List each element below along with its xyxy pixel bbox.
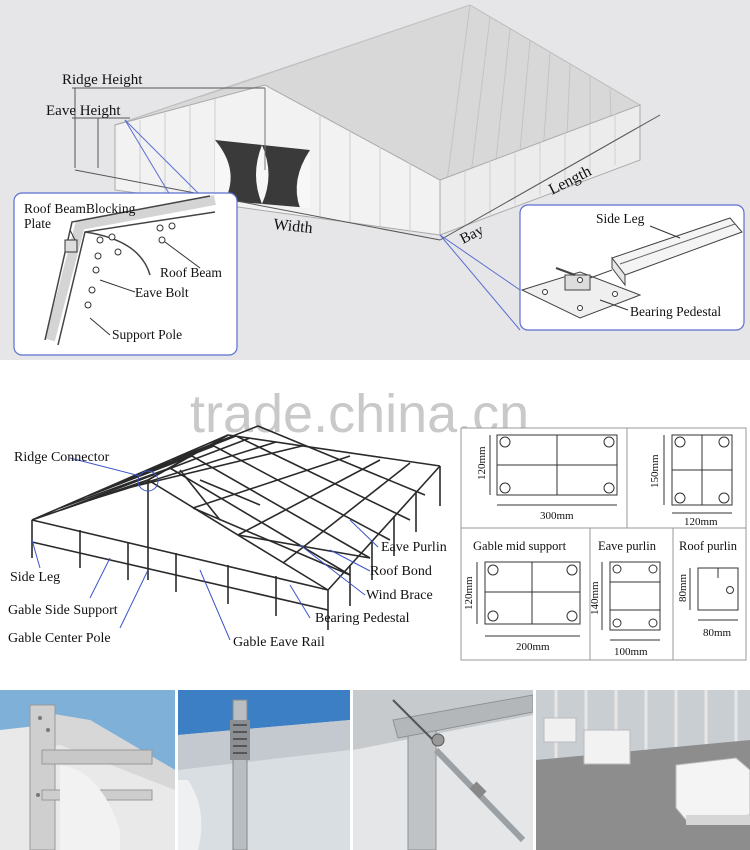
ridge-height-label: Ridge Height	[62, 72, 143, 88]
gable-eave-rail-label: Gable Eave Rail	[233, 635, 325, 650]
curtain-right	[296, 150, 310, 208]
main-beam-profile	[489, 434, 618, 506]
support-pole-label: Support Pole	[112, 327, 182, 342]
side-column-width: 120mm	[684, 516, 718, 528]
photo-wind-brace-joint	[353, 690, 533, 850]
roof-beam-label: Roof Beam	[160, 265, 222, 280]
eave-purlin-title: Eave purlin	[598, 539, 657, 553]
roof-beam-blocking-plate-label: Roof BeamBlocking	[24, 201, 136, 216]
roof-purlin-width: 80mm	[703, 627, 732, 639]
roof-bond-label: Roof Bond	[370, 564, 432, 579]
eave-height-label: Eave Height	[46, 103, 121, 119]
gable-mid-support-height: 120mm	[463, 576, 475, 610]
right-detail-inset: Side Leg Bearing Pedestal	[519, 204, 745, 331]
eave-bolt-label: Eave Bolt	[135, 285, 189, 300]
eave-purlin-width: 100mm	[614, 646, 648, 658]
roof-purlin-title: Roof purlin	[679, 539, 738, 553]
bearing-pedestal-frame-label: Bearing Pedestal	[315, 611, 410, 626]
frame-callout-lines	[31, 457, 379, 641]
bearing-pedestal-label: Bearing Pedestal	[630, 304, 721, 319]
gable-mid-support-width: 200mm	[516, 641, 550, 653]
ridge-connector-label: Ridge Connector	[14, 450, 110, 465]
eave-purlin-height: 140mm	[589, 581, 601, 615]
profile-table: 120mm 300mm 150mm 120mm Gable mid suppor…	[460, 427, 747, 661]
side-leg-frame-label: Side Leg	[10, 570, 60, 585]
photo-bearing-pedestals	[536, 690, 750, 850]
frame-structure-diagram: trade.china.cn	[8, 384, 747, 661]
right-inset-pointer	[439, 234, 521, 331]
main-beam-height: 120mm	[476, 446, 488, 480]
length-dimension-line	[439, 114, 661, 241]
side-wall-panels	[464, 114, 616, 225]
roof-purlin-height: 80mm	[677, 573, 689, 602]
eave-purlin-profile	[601, 561, 661, 641]
width-label: Width	[273, 216, 314, 237]
curtain-left	[215, 140, 231, 200]
ridge-connector-marker	[137, 470, 159, 492]
roof-seams	[199, 4, 613, 236]
roof-purlin-profile	[689, 567, 739, 621]
frame-structure-panel: trade.china.cn	[0, 370, 750, 688]
photo-strip	[0, 690, 750, 850]
roof-beam-blocking-plate-label-2: Plate	[24, 216, 51, 231]
tent-overview-diagram: Ridge Height Eave Height Width Length Ba…	[13, 4, 745, 356]
gable-side-support-label: Gable Side Support	[8, 603, 118, 618]
left-inset-pointer-2	[124, 119, 171, 196]
right-inset-pointer-2	[439, 234, 521, 291]
gable-mid-support-profile	[476, 561, 581, 637]
eave-purlin-frame-label: Eave Purlin	[381, 540, 447, 555]
photo-roof-corner	[0, 690, 175, 850]
left-detail-inset: Roof BeamBlocking Plate Roof Beam Eave B…	[13, 192, 238, 356]
side-column-profile	[663, 434, 733, 514]
left-inset-pointer	[124, 119, 201, 196]
side-leg-label: Side Leg	[596, 211, 645, 226]
width-dimension-line	[74, 169, 441, 241]
photo-ridge-tensioner	[178, 690, 350, 850]
gable-center-pole-label: Gable Center Pole	[8, 631, 111, 646]
tent-overview-panel: Ridge Height Eave Height Width Length Ba…	[0, 0, 750, 360]
side-column-height: 150mm	[649, 454, 661, 488]
main-beam-width: 300mm	[540, 510, 574, 522]
gable-mid-support-title: Gable mid support	[473, 539, 567, 553]
wind-brace-label: Wind Brace	[366, 588, 433, 603]
